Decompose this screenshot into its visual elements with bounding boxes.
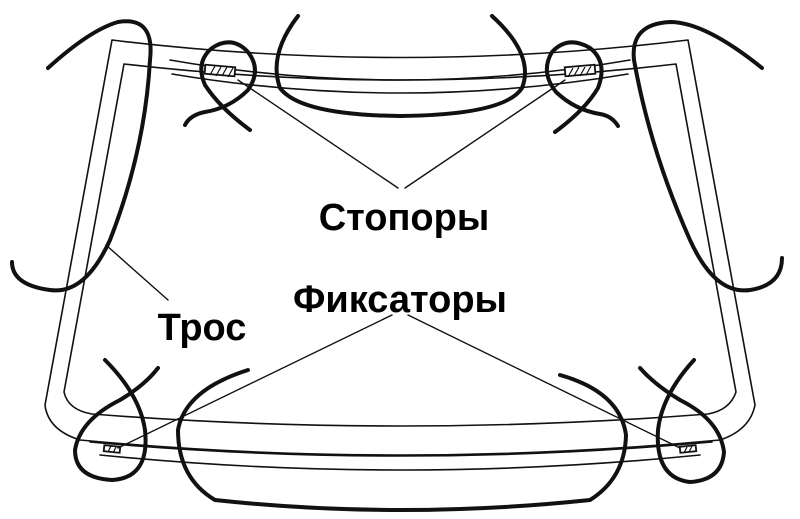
cable-loop-right-side (631, 20, 784, 293)
windshield-bottom-seal-lower (99, 454, 701, 471)
cable-loop-left-side (10, 19, 153, 293)
cable-loop-top-right (544, 40, 620, 134)
leader-cable (105, 244, 169, 301)
cable-loop-top-left (183, 40, 257, 132)
leader-stopper-right (404, 79, 566, 189)
label-fasteners: Фиксаторы (293, 279, 507, 321)
label-cable: Трос (158, 307, 247, 349)
cable-loop-bottom-left (73, 358, 160, 482)
fastener-bottom-left (102, 444, 122, 454)
windshield-top-seal-lower (171, 73, 629, 94)
cable-loop-bottom-right (638, 358, 726, 484)
windshield-bottom-seal (89, 441, 713, 457)
label-stoppers: Стопоры (319, 197, 490, 239)
cable-loop-top-center (274, 14, 527, 118)
leader-fastener-right (407, 314, 681, 449)
leader-stopper-left (237, 79, 399, 189)
stopper-top-left (203, 63, 237, 78)
windshield-outer-edge (44, 39, 756, 456)
windshield-top-seal (169, 59, 631, 81)
leader-fastener-left (117, 314, 393, 449)
windshield-inner-edge (63, 63, 737, 427)
fastener-bottom-right (678, 444, 698, 454)
cable-loop-bottom-center (176, 368, 628, 512)
stopper-top-right (563, 63, 597, 78)
